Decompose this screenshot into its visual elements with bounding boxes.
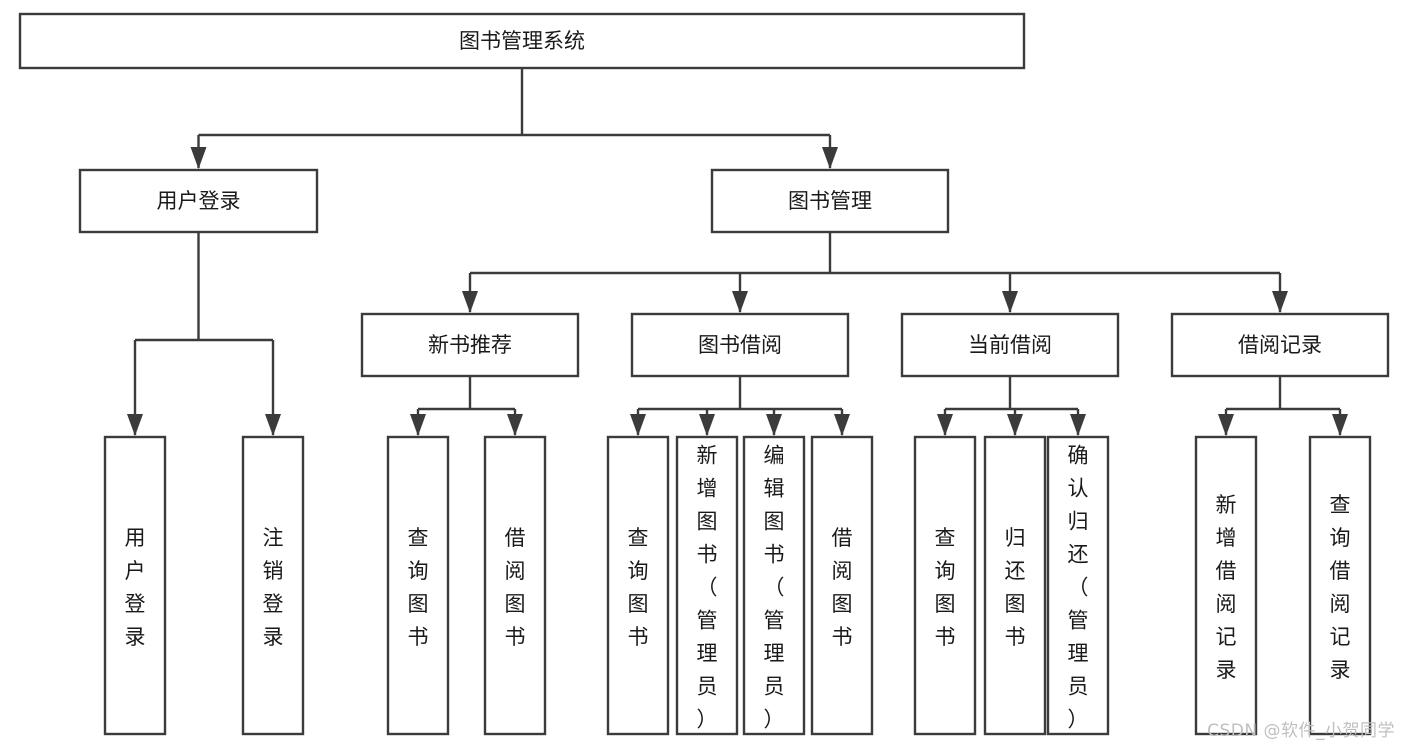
arrow-head-icon	[630, 414, 646, 436]
node-leaf-return-book-label: 归还图书	[1005, 526, 1026, 649]
node-book-management-label: 图书管理	[788, 189, 872, 213]
node-leaf-borrow-book-2-rect[interactable]	[810, 435, 874, 736]
node-leaf-edit-book-rect[interactable]	[742, 435, 806, 736]
arrow-head-icon	[1002, 291, 1018, 313]
arrow-head-icon	[190, 147, 207, 169]
arrow-head-icon	[699, 414, 715, 436]
arrow-head-icon	[1272, 291, 1288, 313]
node-leaf-query-record-rect[interactable]	[1308, 435, 1372, 736]
node-leaf-query-book-2-rect[interactable]	[606, 435, 670, 736]
node-leaf-return-book-rect[interactable]	[983, 435, 1047, 736]
node-leaf-add-book[interactable]: 新增图书（管理员）	[675, 435, 739, 736]
node-borrow-record-rect[interactable]	[1170, 312, 1390, 378]
node-leaf-borrow-book-2[interactable]: 借阅图书	[810, 435, 874, 736]
node-leaf-query-book-3-label: 查询图书	[935, 526, 956, 649]
node-leaf-borrow-book-2-label: 借阅图书	[832, 526, 853, 649]
csdn-watermark: CSDN @软件_小贺同学	[1207, 721, 1395, 741]
node-user-login-label: 用户登录	[157, 189, 241, 213]
arrow-head-icon	[265, 414, 281, 436]
connectors-layer	[127, 68, 1348, 436]
node-book-borrow-label: 图书借阅	[698, 333, 782, 357]
node-borrow-record-label: 借阅记录	[1238, 333, 1322, 357]
node-leaf-query-book-1-label: 查询图书	[408, 526, 429, 649]
node-current-borrow-label: 当前借阅	[968, 333, 1052, 357]
node-root-book-system-label: 图书管理系统	[459, 29, 585, 53]
node-leaf-return-book[interactable]: 归还图书	[983, 435, 1047, 736]
node-current-borrow[interactable]: 当前借阅	[900, 312, 1120, 378]
node-leaf-borrow-book-1-label: 借阅图书	[505, 526, 526, 649]
node-borrow-record[interactable]: 借阅记录	[1170, 312, 1390, 378]
arrow-head-icon	[127, 414, 143, 436]
node-leaf-query-book-1-rect[interactable]	[386, 435, 450, 736]
arrow-head-icon	[462, 291, 478, 313]
node-leaf-borrow-book-1-rect[interactable]	[483, 435, 547, 736]
arrow-head-icon	[822, 147, 838, 169]
arrow-head-icon	[766, 414, 782, 436]
node-leaf-confirm-return[interactable]: 确认归还（管理员）	[1046, 435, 1110, 736]
node-leaf-add-book-label: 新增图书（管理员）	[697, 444, 718, 732]
node-leaf-query-record-label: 查询借阅记录	[1330, 493, 1351, 682]
arrow-head-icon	[1007, 414, 1023, 436]
node-book-borrow[interactable]: 图书借阅	[630, 312, 850, 378]
node-leaf-query-book-3[interactable]: 查询图书	[913, 435, 977, 736]
node-leaf-edit-book[interactable]: 编辑图书（管理员）	[742, 435, 806, 736]
node-leaf-add-book-rect[interactable]	[675, 435, 739, 736]
arrow-head-icon	[732, 291, 748, 313]
node-leaf-add-record[interactable]: 新增借阅记录	[1194, 435, 1258, 736]
node-leaf-confirm-return-rect[interactable]	[1046, 435, 1110, 736]
node-book-management-rect[interactable]	[710, 168, 950, 234]
node-leaf-user-login-rect[interactable]	[103, 435, 167, 736]
node-leaf-query-book-1[interactable]: 查询图书	[386, 435, 450, 736]
node-leaf-query-book-2[interactable]: 查询图书	[606, 435, 670, 736]
boxes-layer: 图书管理系统用户登录图书管理新书推荐图书借阅当前借阅借阅记录用户登录注销登录查询…	[18, 12, 1390, 736]
node-leaf-add-record-rect[interactable]	[1194, 435, 1258, 736]
arrow-head-icon	[1332, 414, 1348, 436]
node-leaf-logout-rect[interactable]	[241, 435, 305, 736]
node-leaf-user-login[interactable]: 用户登录	[103, 435, 167, 736]
arrow-head-icon	[1218, 414, 1234, 436]
arrow-head-icon	[410, 414, 426, 436]
node-leaf-borrow-book-1[interactable]: 借阅图书	[483, 435, 547, 736]
node-leaf-add-record-label: 新增借阅记录	[1216, 493, 1237, 682]
arrow-head-icon	[1070, 414, 1086, 436]
arrow-head-icon	[937, 414, 953, 436]
arrow-head-icon	[507, 414, 523, 436]
node-root-book-system-rect[interactable]	[18, 12, 1026, 70]
node-leaf-query-book-2-label: 查询图书	[628, 526, 649, 649]
node-leaf-query-record[interactable]: 查询借阅记录	[1308, 435, 1372, 736]
node-book-borrow-rect[interactable]	[630, 312, 850, 378]
node-leaf-logout-label: 注销登录	[263, 526, 284, 649]
node-new-book-recommend[interactable]: 新书推荐	[360, 312, 580, 378]
node-root-book-system[interactable]: 图书管理系统	[18, 12, 1026, 70]
node-leaf-query-book-3-rect[interactable]	[913, 435, 977, 736]
node-leaf-confirm-return-label: 确认归还（管理员）	[1068, 444, 1089, 732]
node-user-login-rect[interactable]	[78, 168, 319, 234]
node-book-management[interactable]: 图书管理	[710, 168, 950, 234]
node-current-borrow-rect[interactable]	[900, 312, 1120, 378]
arrow-head-icon	[834, 414, 850, 436]
node-leaf-logout[interactable]: 注销登录	[241, 435, 305, 736]
node-new-book-recommend-label: 新书推荐	[428, 333, 512, 357]
node-leaf-edit-book-label: 编辑图书（管理员）	[764, 444, 785, 732]
node-new-book-recommend-rect[interactable]	[360, 312, 580, 378]
node-leaf-user-login-label: 用户登录	[125, 526, 146, 649]
node-user-login[interactable]: 用户登录	[78, 168, 319, 234]
